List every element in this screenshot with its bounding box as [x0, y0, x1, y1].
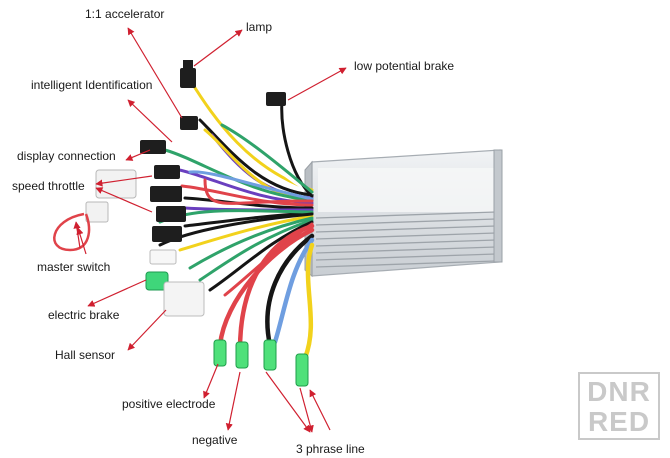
watermark-line-1: DNR	[587, 376, 651, 407]
arrow-phase-2	[299, 387, 314, 433]
power-wires	[217, 223, 315, 361]
speed-connector-1	[154, 165, 180, 179]
arrow-negative	[225, 371, 241, 431]
arrow-speed-2	[95, 187, 153, 213]
arrow-positive	[203, 363, 219, 399]
label-low-brake: low potential brake	[354, 59, 455, 73]
arrow-intelligent	[127, 99, 173, 143]
arrow-phase-1	[265, 371, 311, 433]
arrow-low-brake	[287, 67, 347, 101]
label-electric-brake: electric brake	[48, 308, 120, 322]
signal-wire-bundle	[158, 78, 314, 297]
hall-plug	[163, 281, 205, 317]
positive-terminal	[213, 339, 227, 367]
master-switch-loop	[53, 212, 91, 252]
brake-connector	[266, 92, 286, 106]
label-phase-line: 3 phrase line	[296, 442, 365, 456]
label-master-switch: master switch	[37, 260, 111, 274]
speed-connector-3	[156, 206, 186, 222]
brake-plug	[145, 271, 169, 291]
phase-terminal-1	[263, 339, 277, 371]
speed-connector-4	[152, 226, 182, 242]
arrow-hall	[127, 309, 167, 351]
switch-plug	[149, 249, 177, 265]
watermark-line-2: RED	[587, 406, 651, 437]
controller-housing	[304, 149, 503, 278]
connectors	[53, 60, 309, 387]
arrow-lamp	[193, 29, 243, 67]
arrow-master-2	[76, 227, 87, 255]
arrow-master-1	[73, 221, 81, 249]
speed-connector-2	[150, 186, 182, 202]
arrow-electric-brake	[87, 279, 147, 307]
arrow-display	[125, 149, 151, 161]
label-negative: negative	[192, 433, 238, 447]
display-connector	[140, 140, 166, 154]
identification-connector	[180, 116, 198, 130]
phase-terminal-2	[295, 353, 309, 387]
label-positive: positive electrode	[122, 397, 216, 411]
label-accelerator: 1:1 accelerator	[85, 7, 165, 21]
throttle-plug	[95, 169, 137, 199]
arrow-speed-1	[95, 175, 153, 187]
label-display: display connection	[17, 149, 116, 163]
label-speed-throttle: speed throttle	[12, 179, 85, 193]
annotation-arrows	[73, 27, 347, 433]
negative-terminal	[235, 341, 249, 369]
label-lamp: lamp	[246, 20, 273, 34]
lamp-connector	[180, 68, 196, 88]
arrow-phase-3	[309, 389, 331, 431]
watermark-logo: DNR RED	[578, 372, 660, 440]
label-intelligent: intelligent Identification	[31, 78, 153, 92]
arrow-accelerator	[127, 27, 183, 119]
label-hall-sensor: Hall sensor	[55, 348, 116, 362]
